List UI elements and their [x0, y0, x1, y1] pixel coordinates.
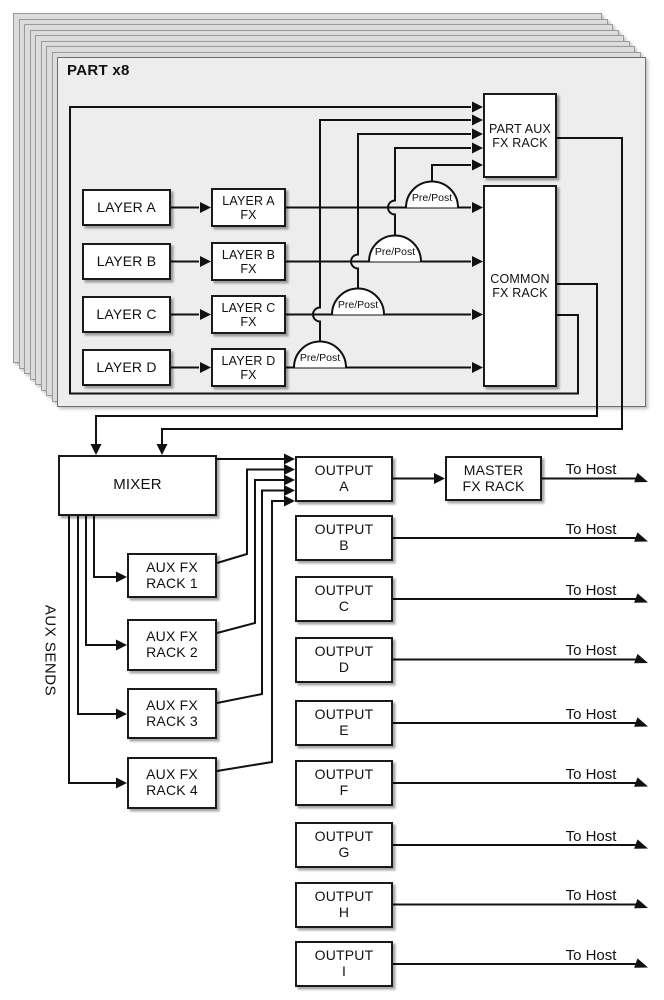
mixer-label: MIXER: [113, 476, 162, 494]
layer-a-fx-label: LAYER A FX: [222, 193, 275, 222]
part-aux-fx-rack-label: PART AUX FX RACK: [488, 121, 552, 150]
output-g-box: OUTPUT G: [295, 822, 393, 868]
part-panel-title: PART x8: [67, 62, 130, 79]
layer-c-box: LAYER C: [82, 296, 171, 333]
layer-d-box: LAYER D: [82, 349, 171, 386]
riser-b: [387, 147, 471, 236]
aux-fx-rack-3-box: AUX FX RACK 3: [127, 688, 217, 739]
to-host-label-e: To Host: [565, 705, 617, 723]
wire-common-to-mixer: [95, 283, 598, 444]
layer-b-fx-box: LAYER B FX: [211, 242, 286, 281]
prepost-label-b: Pre/Post: [374, 246, 416, 258]
layer-a-fx-box: LAYER A FX: [211, 188, 286, 227]
aux-fx-rack-1-box: AUX FX RACK 1: [127, 553, 217, 598]
part-aux-fx-rack-box: PART AUX FX RACK: [483, 93, 557, 178]
arrowheads: [90, 101, 648, 968]
aux-fx-rack-4-label: AUX FX RACK 4: [146, 766, 198, 798]
layer-d-fx-label: LAYER D FX: [221, 353, 276, 382]
riser-c: [350, 133, 471, 289]
output-h-box: OUTPUT H: [295, 882, 393, 928]
output-c-box: OUTPUT C: [295, 576, 393, 622]
common-fx-rack-label: COMMON FX RACK: [490, 272, 550, 300]
wire-send-2: [85, 516, 116, 646]
output-h-label: OUTPUT H: [314, 888, 374, 920]
output-b-box: OUTPUT B: [295, 515, 393, 561]
aux-fx-rack-4-box: AUX FX RACK 4: [127, 757, 217, 809]
riser-d: [312, 119, 471, 342]
output-g-label: OUTPUT G: [314, 828, 374, 860]
layer-a-label: LAYER A: [97, 198, 156, 215]
output-f-label: OUTPUT F: [314, 766, 374, 798]
output-i-box: OUTPUT I: [295, 941, 393, 987]
layer-c-label: LAYER C: [96, 305, 157, 322]
common-fx-rack-box: COMMON FX RACK: [483, 185, 557, 387]
layer-b-box: LAYER B: [82, 243, 171, 280]
aux-sends-label: AUX SENDS: [41, 604, 59, 697]
output-e-label: OUTPUT E: [314, 706, 374, 738]
to-host-label-a: To Host: [565, 461, 617, 478]
output-a-label: OUTPUT A: [314, 462, 374, 494]
prepost-label-d: Pre/Post: [299, 352, 341, 364]
aux-fx-rack-2-label: AUX FX RACK 2: [146, 628, 198, 660]
wire-send-3: [77, 516, 116, 715]
aux-fx-rack-1-label: AUX FX RACK 1: [146, 558, 198, 591]
wire-return-4: [216, 500, 284, 772]
prepost-label-a: Pre/Post: [411, 192, 453, 204]
to-host-label-d: To Host: [565, 642, 617, 659]
to-host-label-i: To Host: [565, 946, 617, 964]
aux-fx-rack-2-box: AUX FX RACK 2: [127, 619, 217, 671]
output-d-box: OUTPUT D: [295, 637, 393, 683]
output-i-label: OUTPUT I: [314, 947, 374, 979]
master-fx-rack-box: MASTER FX RACK: [445, 456, 542, 501]
wire-send-1: [93, 516, 116, 578]
to-host-label-g: To Host: [565, 827, 617, 845]
wire-partaux-to-mixer: [161, 137, 623, 444]
wire-common-to-partaux: [69, 106, 579, 395]
riser-a: [431, 164, 471, 182]
master-fx-rack-label: MASTER FX RACK: [462, 461, 525, 494]
wire-return-3: [216, 489, 284, 704]
wire-return-1: [216, 468, 284, 564]
wire-send-4: [68, 516, 116, 784]
layer-c-fx-label: LAYER C FX: [221, 300, 276, 329]
to-host-label-h: To Host: [565, 887, 617, 904]
layer-b-fx-label: LAYER B FX: [221, 247, 276, 276]
to-host-label-f: To Host: [565, 765, 617, 783]
layer-d-label: LAYER D: [96, 358, 157, 375]
to-host-label-b: To Host: [565, 520, 617, 538]
output-d-label: OUTPUT D: [314, 643, 374, 675]
to-host-label-c: To Host: [565, 581, 617, 599]
layer-c-fx-box: LAYER C FX: [211, 295, 286, 334]
output-b-label: OUTPUT B: [314, 521, 374, 553]
aux-fx-rack-3-label: AUX FX RACK 3: [146, 696, 198, 729]
layer-b-label: LAYER B: [96, 252, 157, 269]
output-c-label: OUTPUT C: [314, 582, 374, 614]
output-f-box: OUTPUT F: [295, 760, 393, 806]
wire-return-2: [216, 479, 284, 634]
output-a-box: OUTPUT A: [295, 456, 393, 502]
output-e-box: OUTPUT E: [295, 700, 393, 746]
mixer-box: MIXER: [58, 455, 217, 516]
prepost-label-c: Pre/Post: [337, 299, 379, 311]
layer-a-box: LAYER A: [82, 189, 171, 226]
layer-d-fx-box: LAYER D FX: [211, 348, 286, 387]
